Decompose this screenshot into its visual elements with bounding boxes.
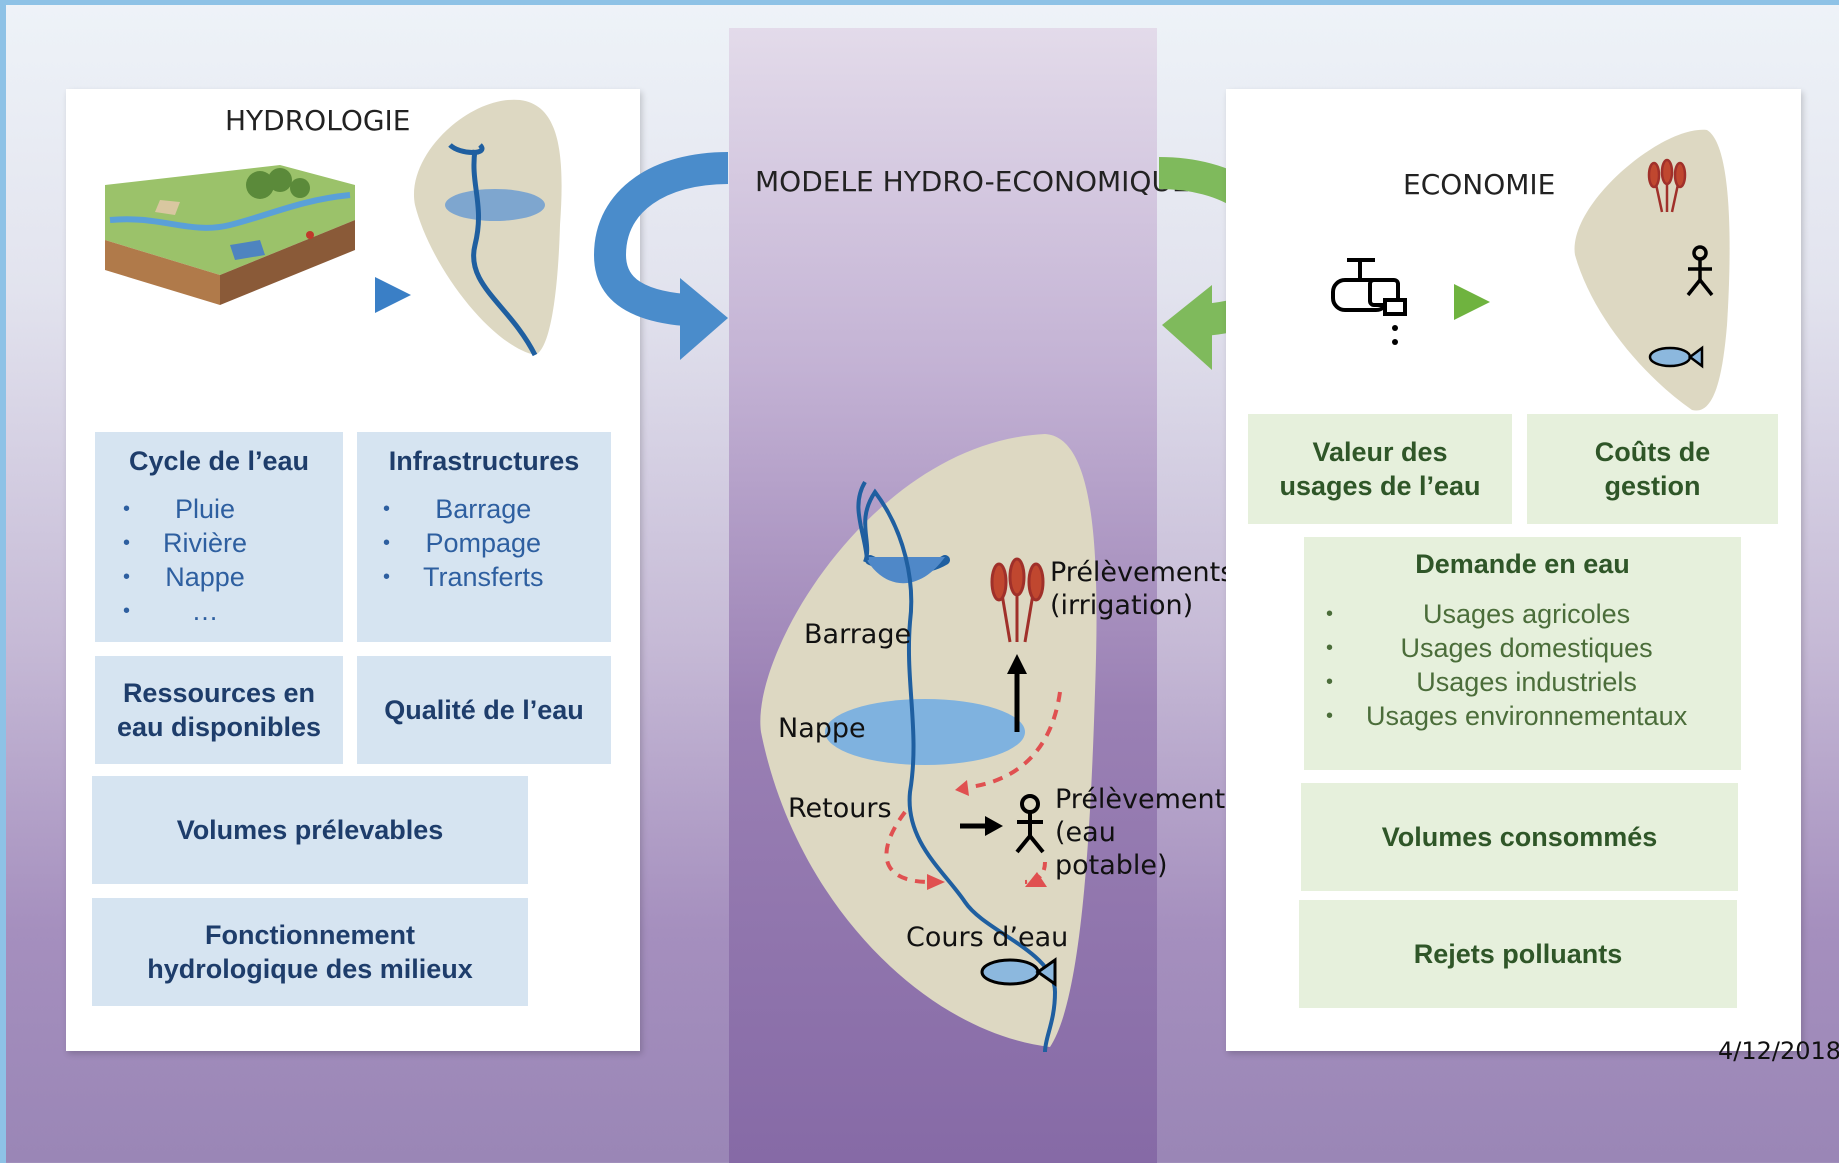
ressources-box: Ressources en eau disponibles xyxy=(95,656,343,764)
list-item: Pluie xyxy=(123,492,247,526)
modele-title: MODELE HYDRO-ECONOMIQUE xyxy=(755,165,1190,198)
date-label: 4/12/2018 xyxy=(1718,1037,1839,1065)
volumes-prelevables-box: Volumes prélevables xyxy=(92,776,528,884)
volumes-consommes-box: Volumes consommés xyxy=(1301,783,1738,891)
cours-eau-label: Cours d’eau xyxy=(906,922,1069,953)
list-item: Transferts xyxy=(383,560,544,594)
list-item: Usages environnementaux xyxy=(1326,699,1687,733)
list-item: Usages industriels xyxy=(1326,665,1687,699)
cycle-eau-list: Pluie Rivière Nappe … xyxy=(123,492,247,628)
econ-mini-map xyxy=(1574,129,1730,411)
cycle-eau-heading: Cycle de l’eau xyxy=(128,446,310,476)
economie-title: ECONOMIE xyxy=(1403,168,1556,201)
blue-curved-arrow xyxy=(593,152,729,360)
model-map xyxy=(760,434,1097,1053)
demande-eau-heading: Demande en eau xyxy=(1415,549,1630,579)
prelevements-potable-label: Prélèvements (eau potable) xyxy=(1055,784,1240,881)
nappe-label: Nappe xyxy=(778,713,866,744)
demande-eau-list: Usages agricoles Usages domestiques Usag… xyxy=(1326,597,1687,733)
list-item: … xyxy=(123,594,247,628)
ressources-label: Ressources en eau disponibles xyxy=(116,678,322,742)
fish-icon xyxy=(1648,345,1704,369)
blue-triangle-icon xyxy=(375,277,411,313)
fonctionnement-label: Fonctionnement hydrologique des milieux xyxy=(147,920,473,984)
fonctionnement-box: Fonctionnement hydrologique des milieux xyxy=(92,898,528,1006)
list-item: Rivière xyxy=(123,526,247,560)
valeur-usages-box: Valeur des usages de l’eau xyxy=(1248,414,1512,524)
tap-icon xyxy=(1331,258,1407,345)
person-icon xyxy=(1686,245,1714,297)
couts-gestion-label: Coûts de gestion xyxy=(1594,437,1711,501)
infrastructures-heading: Infrastructures xyxy=(388,446,580,476)
list-item: Barrage xyxy=(383,492,544,526)
hydrologie-title: HYDROLOGIE xyxy=(225,104,411,137)
qualite-label: Qualité de l’eau xyxy=(384,695,584,725)
qualite-box: Qualité de l’eau xyxy=(357,656,611,764)
list-item: Nappe xyxy=(123,560,247,594)
retours-label: Retours xyxy=(788,793,892,824)
valeur-usages-label: Valeur des usages de l’eau xyxy=(1279,437,1481,501)
list-item: Pompage xyxy=(383,526,544,560)
rejets-polluants-label: Rejets polluants xyxy=(1413,939,1623,969)
left-border xyxy=(0,0,6,1163)
green-triangle-icon xyxy=(1454,284,1490,320)
landscape-illustration xyxy=(105,165,355,305)
couts-gestion-box: Coûts de gestion xyxy=(1527,414,1778,524)
infrastructures-list: Barrage Pompage Transferts xyxy=(383,492,544,594)
cycle-eau-box: Cycle de l’eau Pluie Rivière Nappe … xyxy=(95,432,343,642)
list-item: Usages agricoles xyxy=(1326,597,1687,631)
volumes-consommes-label: Volumes consommés xyxy=(1381,822,1658,852)
list-item: Usages domestiques xyxy=(1326,631,1687,665)
volumes-prelevables-label: Volumes prélevables xyxy=(176,815,444,845)
hydro-mini-map xyxy=(413,99,562,357)
prelevements-irrigation-label: Prélèvements (irrigation) xyxy=(1050,557,1235,621)
rejets-polluants-box: Rejets polluants xyxy=(1299,900,1737,1008)
top-border xyxy=(0,0,1839,5)
barrage-label: Barrage xyxy=(804,619,912,650)
demande-eau-box: Demande en eau Usages agricoles Usages d… xyxy=(1304,537,1741,770)
wheat-icon xyxy=(1647,158,1687,213)
infrastructures-box: Infrastructures Barrage Pompage Transfer… xyxy=(357,432,611,642)
